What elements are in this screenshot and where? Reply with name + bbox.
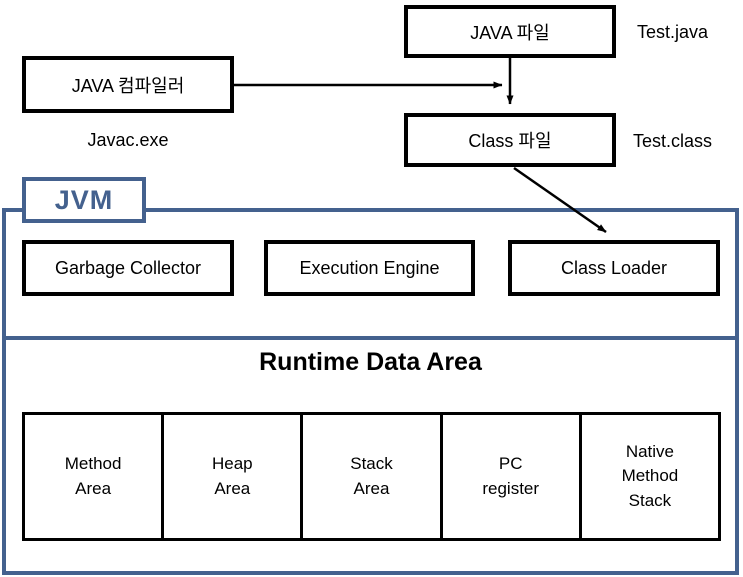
java-compiler-label: JAVA 컴파일러 [71,75,185,96]
garbage-collector-label: Garbage Collector [54,257,202,278]
class-loader-box: Class Loader [508,240,720,296]
garbage-collector-box: Garbage Collector [22,240,234,296]
class-loader-label: Class Loader [560,257,668,278]
pc-register-cell: PC register [439,415,579,538]
class-file-box: Class 파일 [404,113,616,167]
stack-area-cell: Stack Area [300,415,439,538]
execution-engine-box: Execution Engine [264,240,475,296]
test-java-annotation: Test.java [637,22,709,42]
javac-exe-annotation: Javac.exe [87,130,169,150]
class-file-label: Class 파일 [468,131,552,151]
runtime-data-area-title: Runtime Data Area [259,348,482,376]
execution-engine-label: Execution Engine [299,257,440,278]
java-file-label: JAVA 파일 [470,22,550,43]
java-compiler-box: JAVA 컴파일러 [22,56,234,113]
runtime-data-area-table: Method Area Heap Area Stack Area PC regi… [22,412,721,541]
test-class-annotation: Test.class [633,131,713,151]
heap-area-cell: Heap Area [161,415,300,538]
native-method-stack-cell: Native Method Stack [578,415,718,538]
jvm-title-box: JVM [22,177,146,223]
java-file-box: JAVA 파일 [404,5,616,58]
method-area-cell: Method Area [64,453,122,498]
jvm-title-label: JVM [54,184,114,215]
